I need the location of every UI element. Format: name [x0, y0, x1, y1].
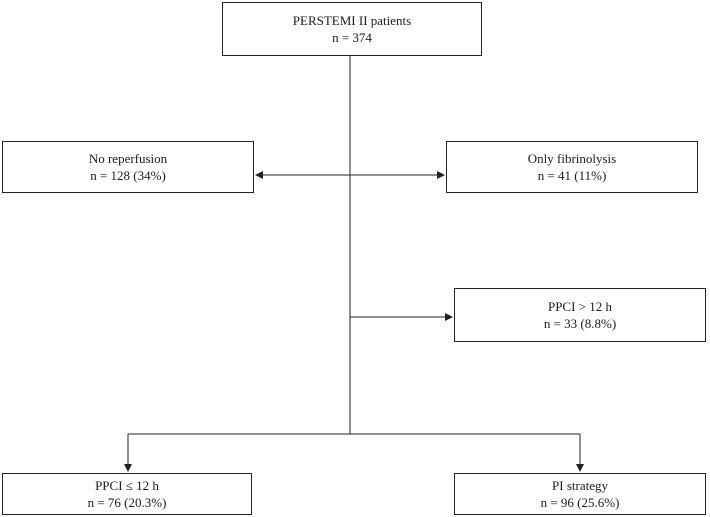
pi-strategy-title: PI strategy — [552, 478, 608, 493]
no-reperfusion-box: No reperfusion n = 128 (34%) — [2, 141, 254, 193]
ppci-late-box: PPCI > 12 h n = 33 (8.8%) — [454, 288, 706, 342]
no-reperfusion-count: n = 128 (34%) — [90, 168, 166, 183]
pi-strategy-box: PI strategy n = 96 (25.6%) — [454, 473, 706, 515]
ppci-early-box: PPCI ≤ 12 h n = 76 (20.3%) — [2, 473, 252, 515]
root-title: PERSTEMI II patients — [292, 13, 412, 28]
no-reperfusion-title: No reperfusion — [88, 151, 168, 166]
only-fibrinolysis-title: Only fibrinolysis — [527, 151, 617, 166]
only-fibrinolysis-count: n = 41 (11%) — [537, 168, 607, 183]
root-box: PERSTEMI II patients n = 374 — [222, 2, 482, 56]
ppci-late-count: n = 33 (8.8%) — [543, 316, 617, 331]
ppci-late-title: PPCI > 12 h — [547, 299, 613, 314]
ppci-early-count: n = 76 (20.3%) — [87, 495, 167, 510]
ppci-early-title: PPCI ≤ 12 h — [95, 478, 159, 493]
only-fibrinolysis-box: Only fibrinolysis n = 41 (11%) — [446, 141, 698, 193]
pi-strategy-count: n = 96 (25.6%) — [540, 495, 620, 510]
root-count: n = 374 — [332, 30, 372, 45]
